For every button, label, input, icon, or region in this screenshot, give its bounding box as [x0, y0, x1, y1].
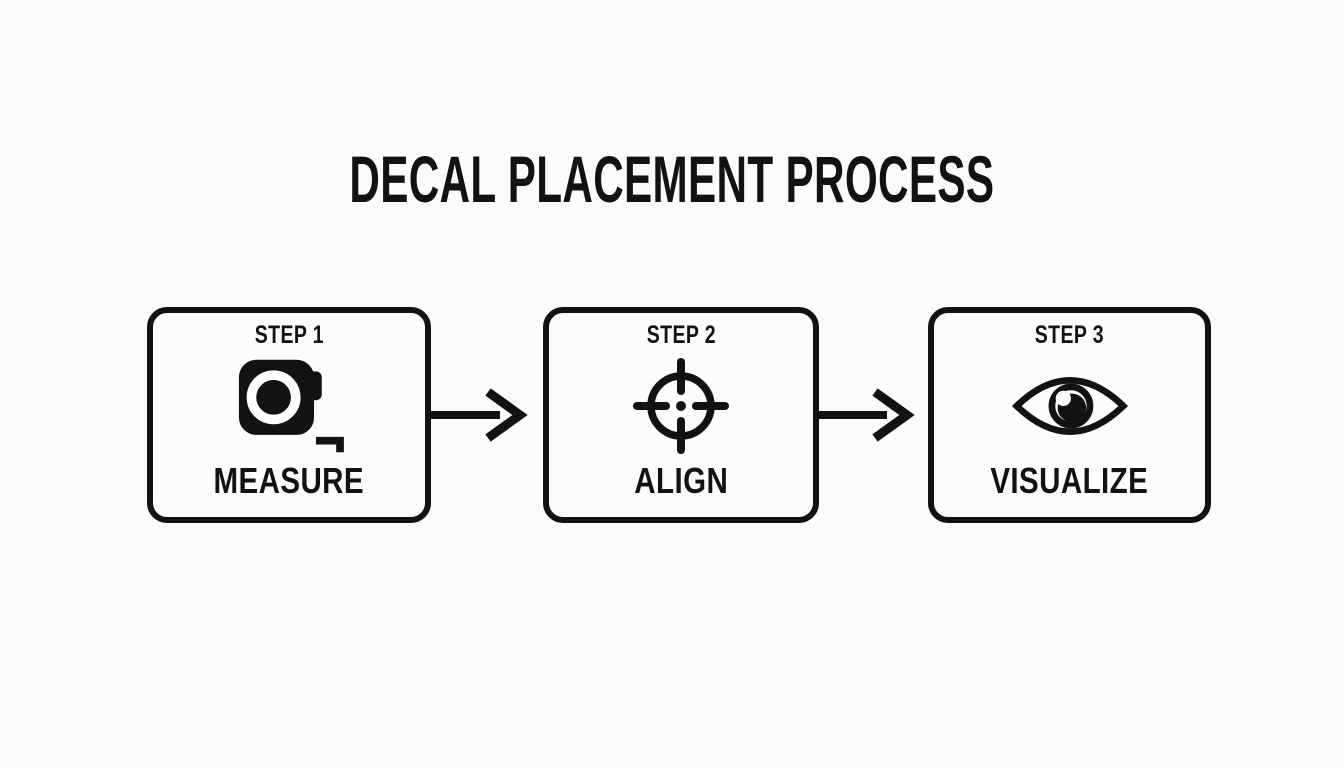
- page-title-text: DECAL PLACEMENT PROCESS: [349, 142, 995, 216]
- step-box-align: STEP 2 ALIGN: [543, 307, 819, 523]
- step-1-label-text: STEP 1: [254, 321, 324, 349]
- arrow-right-icon: [428, 383, 528, 447]
- step-box-measure: STEP 1 MEASURE: [147, 307, 431, 523]
- step-3-label-text: STEP 3: [1034, 321, 1105, 349]
- step-name-label: MEASURE: [197, 463, 381, 499]
- step-3-name-text: VISUALIZE: [990, 460, 1149, 501]
- step-name-label: VISUALIZE: [973, 463, 1166, 499]
- step-number-label: STEP 2: [637, 323, 726, 348]
- step-1-name-text: MEASURE: [213, 460, 365, 501]
- step-box-visualize: STEP 3 VISUALIZE: [928, 307, 1211, 523]
- arrow-right-icon: [815, 383, 915, 447]
- step-2-name-text: ALIGN: [634, 460, 728, 501]
- tape-measure-icon: [231, 348, 347, 463]
- step-2-label-text: STEP 2: [646, 321, 716, 349]
- step-number-label: STEP 3: [1025, 323, 1114, 348]
- step-number-label: STEP 1: [245, 323, 334, 348]
- page-title: DECAL PLACEMENT PROCESS: [0, 146, 1344, 212]
- step-name-label: ALIGN: [624, 463, 739, 499]
- eye-icon: [1011, 348, 1129, 463]
- crosshair-icon: [633, 348, 729, 463]
